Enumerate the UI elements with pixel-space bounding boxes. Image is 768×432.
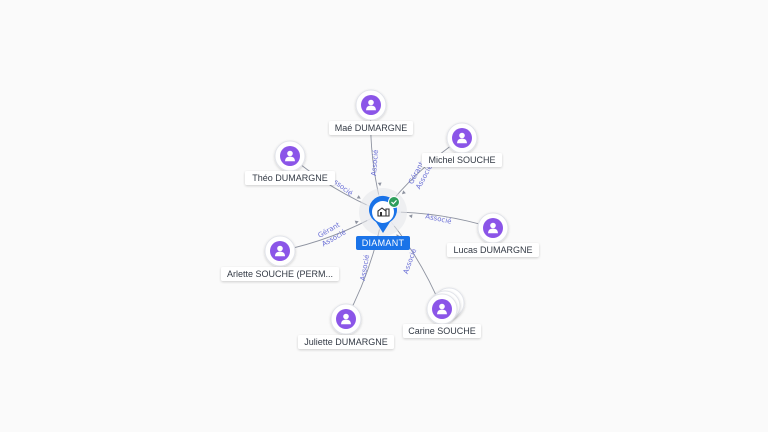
person-label: Michel SOUCHE xyxy=(422,153,502,167)
company-name: DIAMANT xyxy=(362,238,405,248)
person-icon xyxy=(336,309,356,329)
person-name: Arlette SOUCHE (PERM... xyxy=(227,269,333,279)
person-node-arlette[interactable]: Arlette SOUCHE (PERM... xyxy=(221,235,339,281)
person-node-juliette[interactable]: Juliette DUMARGNE xyxy=(298,303,394,349)
edge-arrow xyxy=(408,214,413,219)
person-label: Théo DUMARGNE xyxy=(245,171,335,185)
edge-arrow xyxy=(356,195,361,199)
person-icon xyxy=(483,218,503,238)
edge-role-label: Associé xyxy=(402,248,419,276)
person-icon xyxy=(432,299,452,319)
person-label: Lucas DUMARGNE xyxy=(447,243,539,257)
person-name: Juliette DUMARGNE xyxy=(304,337,388,347)
person-node-lucas[interactable]: Lucas DUMARGNE xyxy=(447,212,539,257)
person-name: Théo DUMARGNE xyxy=(252,173,328,183)
edge-role-label: Associé xyxy=(370,149,380,176)
edge-role-label: Associé xyxy=(359,254,371,281)
person-label: Carine SOUCHE xyxy=(403,324,481,338)
person-node-theo[interactable]: Théo DUMARGNE xyxy=(245,140,335,185)
person-name: Maé DUMARGNE xyxy=(335,123,408,133)
nodes-layer: Maé DUMARGNE Michel SOUCHE Théo DUMARGNE Lu… xyxy=(221,89,539,349)
person-label: Juliette DUMARGNE xyxy=(298,335,394,349)
person-label: Arlette SOUCHE (PERM... xyxy=(221,267,339,281)
person-node-mae[interactable]: Maé DUMARGNE xyxy=(329,89,413,135)
edge-arrow xyxy=(377,182,382,187)
person-icon xyxy=(280,146,300,166)
person-name: Lucas DUMARGNE xyxy=(453,245,532,255)
person-node-carine[interactable]: Carine SOUCHE xyxy=(403,287,481,338)
edge-arrow xyxy=(401,190,406,195)
building-icon xyxy=(377,207,390,217)
person-icon xyxy=(452,128,472,148)
edge-role-label: Associé xyxy=(425,212,453,225)
person-icon xyxy=(361,95,381,115)
person-node-michel[interactable]: Michel SOUCHE xyxy=(422,122,502,167)
person-name: Michel SOUCHE xyxy=(428,155,495,165)
person-label: Maé DUMARGNE xyxy=(329,121,413,135)
person-name: Carine SOUCHE xyxy=(408,326,476,336)
edge-arrow xyxy=(354,220,359,225)
person-icon xyxy=(270,241,290,261)
check-badge-icon xyxy=(388,196,400,208)
company-label: DIAMANT xyxy=(356,236,410,250)
center-node[interactable]: DIAMANT xyxy=(356,188,410,250)
